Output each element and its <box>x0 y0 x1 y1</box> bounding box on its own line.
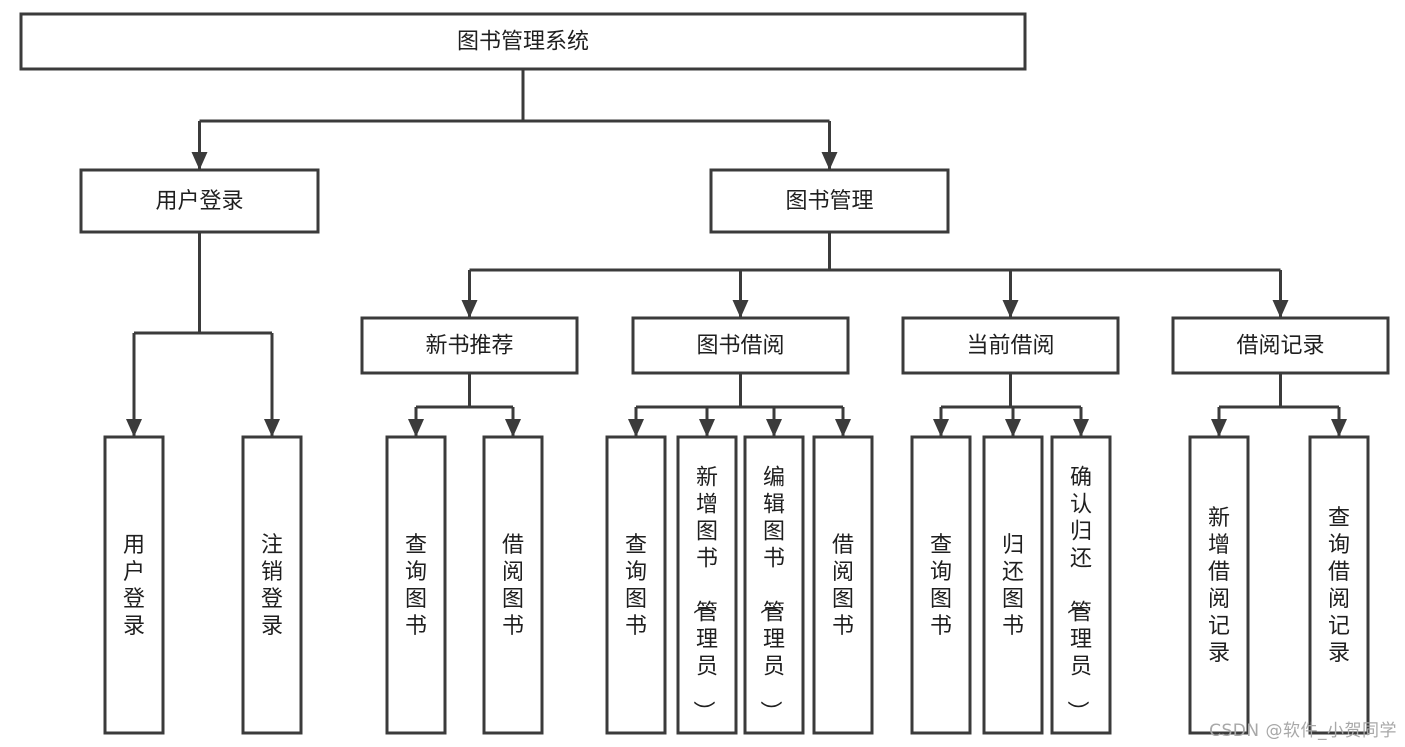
connector-arrowhead <box>1331 419 1347 437</box>
node-l3-new-book-rec[interactable]: 新书推荐 <box>360 316 579 375</box>
connector-arrowhead <box>126 419 142 437</box>
node-label: 当前借阅 <box>966 334 1054 359</box>
node-label: 图书借阅 <box>696 334 784 359</box>
connector-arrowhead <box>461 300 478 318</box>
node-box[interactable] <box>812 435 874 735</box>
connector-arrowhead <box>408 419 424 437</box>
node-leaf-leaf-edit-book[interactable]: 编辑图书（管理员） <box>743 435 805 735</box>
node-box[interactable] <box>482 435 544 735</box>
node-leaf-leaf-borrow-book[interactable]: 借阅图书 <box>812 435 874 735</box>
node-box[interactable] <box>709 168 950 234</box>
connector-arrowhead <box>505 419 521 437</box>
node-label: 归还图书 <box>1002 533 1024 639</box>
node-box[interactable] <box>1050 435 1112 735</box>
node-box[interactable] <box>360 316 579 375</box>
node-label: 用户登录 <box>155 189 243 214</box>
node-label: 确认归还（管理员） <box>1064 466 1092 723</box>
node-label: 新书推荐 <box>425 334 513 359</box>
node-box[interactable] <box>743 435 805 735</box>
node-box[interactable] <box>385 435 447 735</box>
node-box[interactable] <box>19 12 1027 71</box>
node-leaf-leaf-borrow-book-rec[interactable]: 借阅图书 <box>482 435 544 735</box>
node-leaf-leaf-logout[interactable]: 注销登录 <box>241 435 303 735</box>
node-l3-borrow-record[interactable]: 借阅记录 <box>1171 316 1390 375</box>
node-label: 借阅记录 <box>1236 334 1324 359</box>
node-leaf-leaf-query-book-rec[interactable]: 查询图书 <box>385 435 447 735</box>
node-l2-user-login[interactable]: 用户登录 <box>79 168 320 234</box>
node-l3-book-borrow[interactable]: 图书借阅 <box>631 316 850 375</box>
nodes-layer: 图书管理系统用户登录图书管理新书推荐图书借阅当前借阅借阅记录用户登录注销登录查询… <box>19 12 1390 735</box>
node-leaf-leaf-query-book-cur[interactable]: 查询图书 <box>910 435 972 735</box>
csdn-watermark: CSDN @软件_小贺同学 <box>1209 721 1397 741</box>
node-leaf-leaf-add-book[interactable]: 新增图书（管理员） <box>676 435 738 735</box>
connector-arrowhead <box>732 300 749 318</box>
node-label: 新增借阅记录 <box>1208 506 1230 666</box>
node-leaf-leaf-add-record[interactable]: 新增借阅记录 <box>1188 435 1250 735</box>
node-label: 用户登录 <box>123 533 145 639</box>
node-leaf-leaf-query-record[interactable]: 查询借阅记录 <box>1308 435 1370 735</box>
node-label: 借阅图书 <box>832 533 854 639</box>
connector-arrowhead <box>1272 300 1289 318</box>
connector-arrowhead <box>191 152 208 170</box>
node-label: 图书管理系统 <box>457 30 589 55</box>
node-box[interactable] <box>241 435 303 735</box>
connector-arrowhead <box>835 419 851 437</box>
node-box[interactable] <box>982 435 1044 735</box>
node-label: 查询图书 <box>930 533 952 639</box>
node-leaf-leaf-confirm-return[interactable]: 确认归还（管理员） <box>1050 435 1112 735</box>
connector-arrowhead <box>699 419 715 437</box>
connector-arrowhead <box>628 419 644 437</box>
node-box[interactable] <box>79 168 320 234</box>
node-label: 注销登录 <box>261 533 283 639</box>
node-leaf-leaf-query-book-borrow[interactable]: 查询图书 <box>605 435 667 735</box>
node-box[interactable] <box>1171 316 1390 375</box>
connector-arrowhead <box>264 419 280 437</box>
node-label: 图书管理 <box>785 189 873 214</box>
node-box[interactable] <box>631 316 850 375</box>
connector-arrowhead <box>766 419 782 437</box>
node-box[interactable] <box>1188 435 1250 735</box>
connector-arrowhead <box>1002 300 1019 318</box>
node-leaf-leaf-return-book[interactable]: 归还图书 <box>982 435 1044 735</box>
node-label: 查询借阅记录 <box>1328 506 1350 666</box>
node-box[interactable] <box>901 316 1120 375</box>
connector-arrowhead <box>933 419 949 437</box>
connector-arrowhead <box>1073 419 1089 437</box>
connectors-layer <box>126 69 1347 437</box>
node-l2-book-manage[interactable]: 图书管理 <box>709 168 950 234</box>
node-box[interactable] <box>1308 435 1370 735</box>
node-leaf-leaf-user-login[interactable]: 用户登录 <box>103 435 165 735</box>
node-label: 查询图书 <box>405 533 427 639</box>
connector-arrowhead <box>821 152 838 170</box>
node-box[interactable] <box>676 435 738 735</box>
node-box[interactable] <box>605 435 667 735</box>
node-box[interactable] <box>910 435 972 735</box>
node-label: 查询图书 <box>625 533 647 639</box>
node-box[interactable] <box>103 435 165 735</box>
node-label: 编辑图书（管理员） <box>757 466 785 723</box>
connector-arrowhead <box>1211 419 1227 437</box>
node-label: 借阅图书 <box>502 533 524 639</box>
connector-arrowhead <box>1005 419 1021 437</box>
node-label: 新增图书（管理员） <box>690 466 718 723</box>
node-root-图书管理系统[interactable]: 图书管理系统 <box>19 12 1027 71</box>
node-l3-current-borrow[interactable]: 当前借阅 <box>901 316 1120 375</box>
